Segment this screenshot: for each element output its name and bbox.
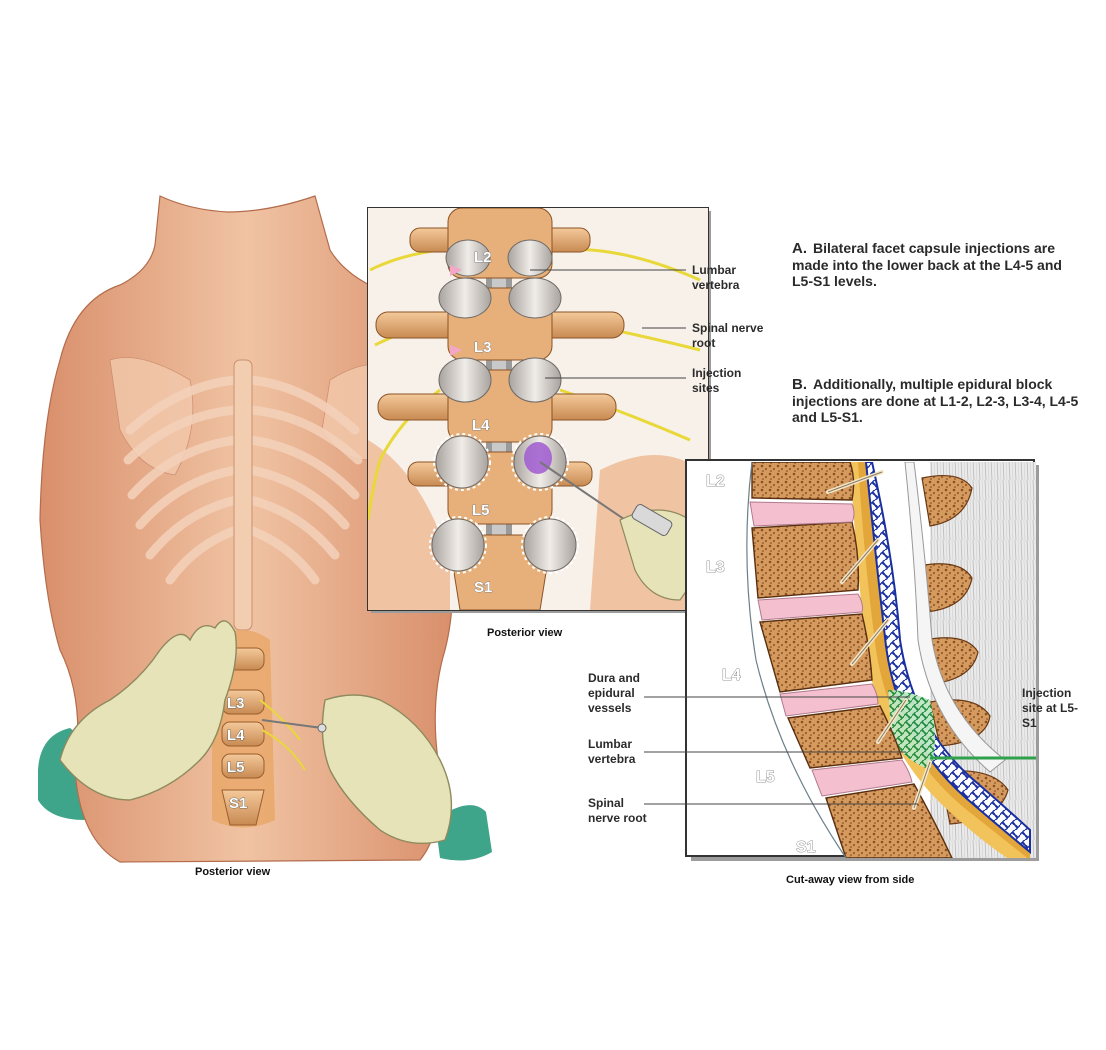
note-b-text: Additionally, multiple epidural block in… — [792, 376, 1079, 425]
callout-nerve-root-side: Spinal nerve root — [588, 796, 647, 825]
right-level-label-l2: L2 — [706, 473, 725, 490]
left-figure-back: L3 L4 L5 S1 — [38, 195, 492, 863]
callout-lumbar-vertebra: Lumbar vertebra — [692, 263, 740, 292]
callout-injection-site-l5-s1: Injection site at L5-S1 — [1022, 686, 1079, 730]
note-b: B.Additionally, multiple epidural block … — [792, 376, 1082, 425]
middle-level-label-l4: L4 — [472, 417, 490, 434]
callout-lumbar-vertebra-side: Lumbar vertebra — [588, 737, 636, 766]
note-a-key: A. — [792, 240, 807, 257]
right-figure-caption: Cut-away view from side — [786, 874, 915, 886]
left-glove-hand — [59, 620, 237, 801]
right-level-label-l3: L3 — [706, 559, 725, 576]
middle-level-label-l2: L2 — [474, 249, 492, 266]
right-level-label-l4: L4 — [722, 667, 741, 684]
right-glove-hand — [321, 694, 453, 845]
left-level-label-l3: L3 — [227, 695, 245, 712]
injectate-blob — [524, 442, 552, 474]
callout-dura-vessels: Dura and epidural vessels — [588, 671, 641, 715]
middle-level-label-l5: L5 — [472, 502, 490, 519]
left-figure-caption: Posterior view — [195, 866, 271, 878]
right-level-label-l5: L5 — [756, 769, 775, 786]
note-b-key: B. — [792, 376, 807, 393]
callout-injection-sites: Injection sites — [692, 366, 742, 395]
left-level-label-l4: L4 — [227, 727, 245, 744]
left-level-label-l5: L5 — [227, 759, 245, 776]
right-figure-cutaway: L2 L3 L4 L5 S1 — [644, 459, 1039, 861]
left-needle — [261, 719, 323, 729]
ribcage — [123, 375, 363, 585]
right-level-label-s1: S1 — [796, 839, 816, 856]
middle-figure-caption: Posterior view — [487, 627, 563, 639]
middle-level-label-s1: S1 — [474, 579, 492, 596]
note-a-text: Bilateral facet capsule injections are m… — [792, 240, 1062, 289]
middle-figure-inset: L2 L3 L4 L5 S1 — [367, 207, 711, 613]
left-level-label-s1: S1 — [229, 795, 247, 812]
thoracic-spine — [233, 359, 253, 631]
note-a: A.Bilateral facet capsule injections are… — [792, 240, 1082, 289]
syringe-tip-icon — [317, 723, 327, 733]
callout-spinal-nerve-root: Spinal nerve root — [692, 321, 764, 350]
middle-level-label-l3: L3 — [474, 339, 492, 356]
